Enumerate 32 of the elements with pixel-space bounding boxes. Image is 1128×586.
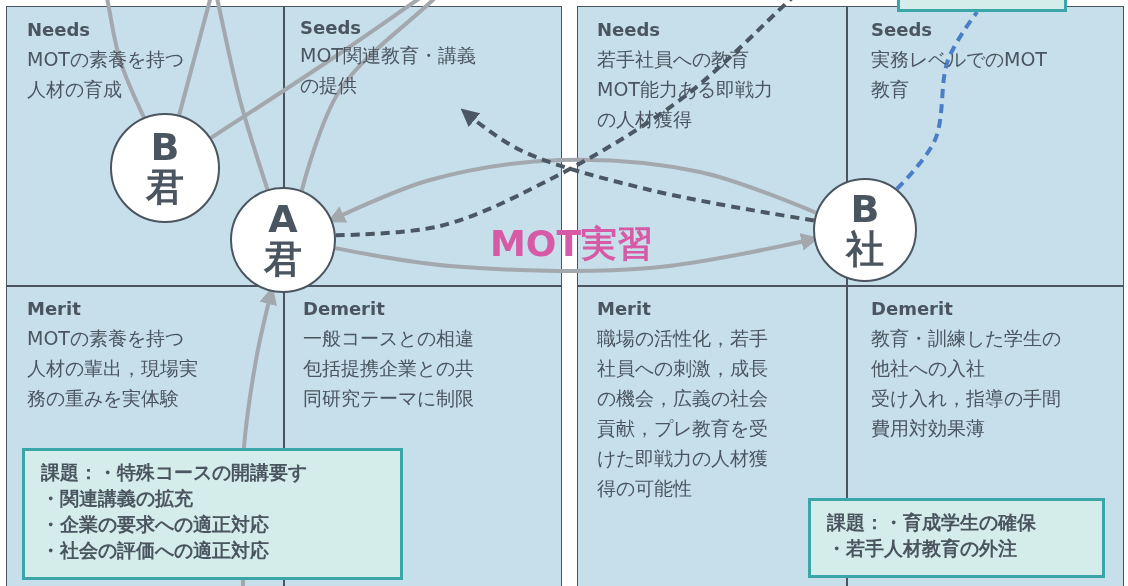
quadrant-heading: Seeds: [300, 16, 362, 40]
connector-line: [895, 10, 979, 191]
actor-label: B君: [146, 128, 184, 208]
quadrant-heading: Seeds: [871, 18, 932, 42]
issue-item: ・若手人材教育の外注: [827, 536, 1017, 561]
issue-item: ・社会の評価への適正対応: [41, 538, 269, 563]
issue-item: ・企業の要求への適正対応: [41, 512, 269, 537]
actor-label: A君: [264, 200, 302, 280]
quadrant-text: 教育・訓練した学生の他社への入社: [871, 326, 1062, 381]
quadrant-text: MOTの素養を持つ人材の輩出，現場実務の重みを実体験: [27, 326, 199, 411]
quadrant-heading: Needs: [597, 18, 661, 42]
quadrant-heading: Demerit: [303, 297, 385, 321]
issue-item: ・関連講義の拡充: [41, 486, 193, 511]
issue-item: 課題：・育成学生の確保: [827, 510, 1036, 535]
quadrant-text: 実務レベルでのMOT教育: [871, 47, 1047, 102]
quadrant-heading: Needs: [27, 18, 91, 42]
issue-box: [22, 448, 403, 580]
quadrant-text: 受け入れ，指導の手間: [871, 386, 1062, 411]
quadrant-text: 一般コースとの相違: [303, 326, 475, 351]
quadrant-text: 費用対効果薄: [871, 416, 986, 441]
quadrant-text: 職場の活性化，若手社員への刺激，成長の機会，広義の社会貢献，プレ教育を受けた即戦力の人材獲得の可能性: [597, 326, 769, 501]
issue-item: 課題：・特殊コースの開講要す: [41, 460, 307, 485]
quadrant-heading: Merit: [597, 297, 651, 321]
note-box: [897, 0, 1067, 12]
arrow: [460, 108, 815, 223]
quadrant-text: MOTの素養を持つ人材の育成: [27, 47, 185, 102]
quadrant-text: MOT関連教育・講義の提供: [300, 43, 477, 98]
quadrant-text: 包括提携企業との共同研究テーマに制限: [303, 356, 475, 411]
quadrant-heading: Merit: [27, 297, 81, 321]
actor-label: B社: [846, 190, 884, 270]
quadrant-heading: Demerit: [871, 297, 953, 321]
issue-box: [808, 498, 1105, 578]
